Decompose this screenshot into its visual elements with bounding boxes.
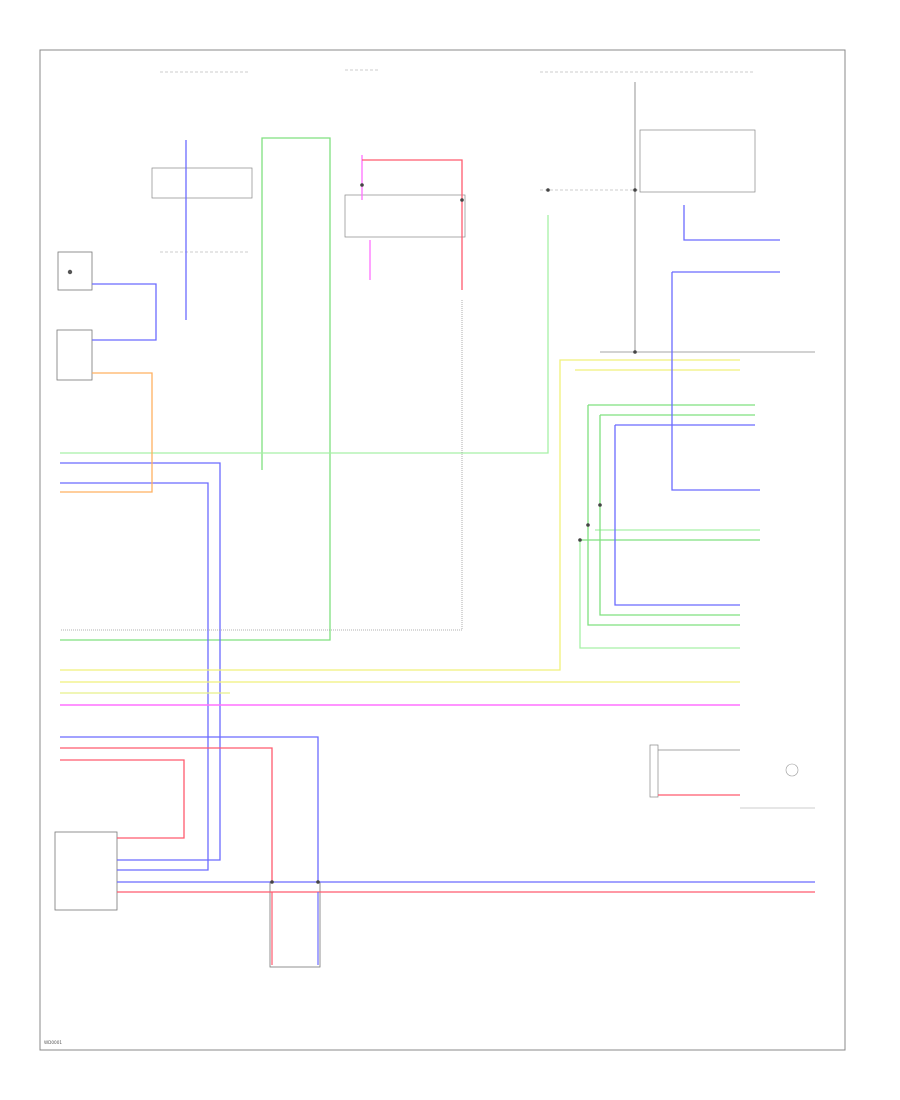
wire-green-right-7 (579, 540, 740, 649)
sensor-lower-right (649, 744, 659, 798)
control-module-left (56, 329, 93, 381)
sensor-terminal (67, 269, 73, 275)
wire-gray-center (60, 300, 463, 631)
connector-bottom-center (269, 881, 321, 968)
wire-green-mid (60, 215, 549, 454)
wire-blue-right-4 (614, 425, 740, 606)
wire-green-right-6 (599, 415, 740, 616)
wire-blue-left-a (92, 283, 157, 341)
wire-blue-left-b (60, 462, 221, 861)
diagram-frame (39, 49, 846, 1051)
wire-blue-right-5 (683, 205, 780, 241)
wire-yellow-1 (60, 359, 740, 671)
wire-blue-bottom (60, 736, 319, 882)
wire-green-right-5 (587, 405, 740, 626)
wire-green-top (60, 137, 331, 641)
wire-orange (60, 372, 153, 493)
wire-red-bottom-2 (60, 759, 185, 839)
relay-block-right (639, 129, 756, 193)
wire-blue-right-2 (671, 272, 760, 491)
footer-code: WD0001 (44, 1040, 62, 1045)
junction-dots (270, 183, 637, 884)
sensor-block-left (57, 251, 93, 291)
module-bottom-left (54, 831, 118, 911)
wire-red-bottom (60, 747, 273, 882)
wire-blue-left-c (60, 482, 209, 871)
relay-block-center (344, 194, 466, 238)
gauge-symbol (785, 763, 799, 777)
wire-red-center (362, 159, 463, 290)
relay-block-top-left (151, 167, 253, 199)
